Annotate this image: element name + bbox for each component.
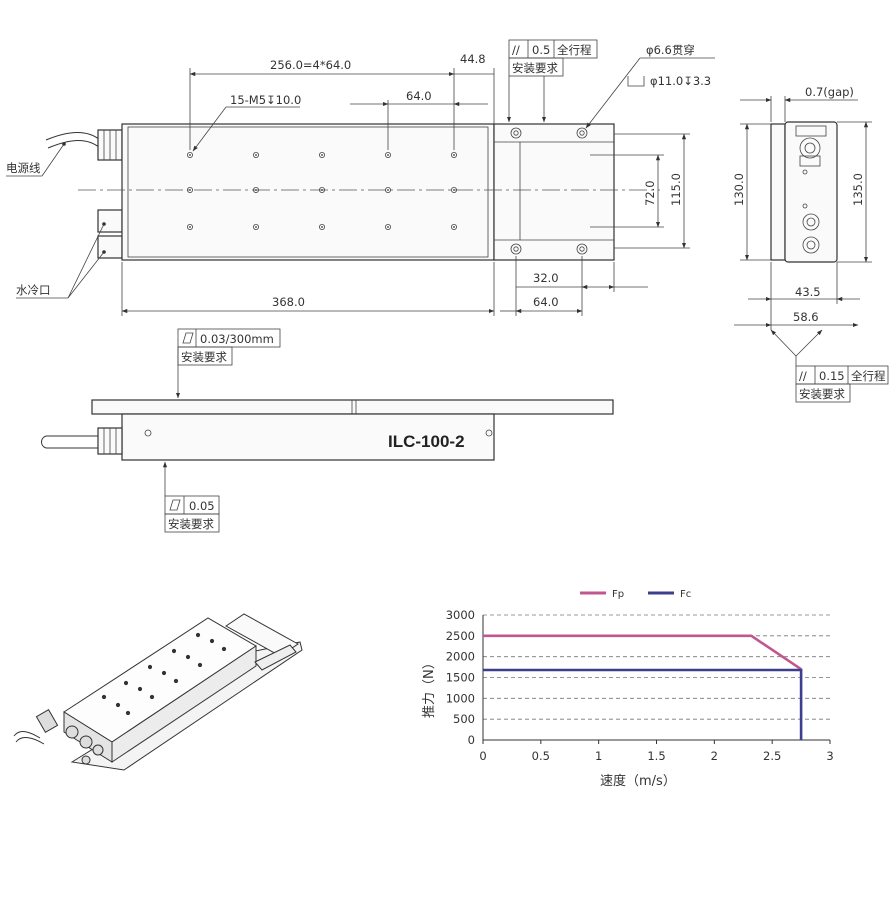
isometric-view [13, 613, 303, 771]
motor-body [121, 123, 495, 261]
top-view: 256.0=4*64.0 44.8 64.0 15-M5↧10.0 368.0 … [6, 39, 715, 316]
x-axis-label: 速度（m/s） [600, 773, 676, 789]
hole [252, 151, 259, 158]
dim-end-offset: 44.8 [460, 52, 486, 66]
power-cable-label: 电源线 [6, 161, 41, 175]
x-tick-label: 3 [826, 749, 833, 763]
x-tick-labels: 0 0.5 1 1.5 2 2.5 3 [479, 740, 834, 763]
end-view-body [784, 121, 838, 263]
chart-legend: Fp Fc [580, 589, 691, 600]
slider-plate [493, 123, 615, 261]
series-line-fp [483, 634, 802, 671]
through-hole-callout: φ6.6贯穿 [646, 43, 695, 57]
svg-text:0.15: 0.15 [819, 369, 845, 383]
svg-text:全行程: 全行程 [557, 43, 592, 57]
y-tick-label: 2000 [446, 650, 475, 664]
dim-total-length: 368.0 [272, 295, 305, 309]
hole [186, 151, 193, 158]
legend-label-fc: Fc [680, 589, 691, 600]
hole [384, 186, 391, 193]
hole [318, 151, 325, 158]
slider-holes [510, 127, 588, 255]
holes-callout: 15-M5↧10.0 [230, 93, 301, 107]
hole [252, 223, 259, 230]
dim-slider-hole-pitch: 64.0 [533, 295, 559, 309]
power-cable [45, 132, 101, 141]
end-view-cable-gland [799, 137, 821, 159]
svg-text://: // [799, 369, 807, 383]
flatness-frame-top: // 0.5 全行程 安装要求 [506, 39, 598, 123]
dim-b: 58.6 [793, 310, 819, 324]
x-tick-label: 2 [711, 749, 718, 763]
side-view-motor [121, 413, 495, 461]
y-tick-label: 1000 [446, 691, 475, 705]
x-tick-label: 0.5 [532, 749, 550, 763]
side-view: 0.03/300mm 安装要求 ILC-100-2 0.05 安装要求 [41, 328, 614, 533]
y-tick-label: 2500 [446, 629, 475, 643]
side-view-rail [91, 399, 614, 415]
dim-hole-pitch: 64.0 [406, 89, 432, 103]
y-tick-label: 3000 [446, 608, 475, 622]
x-tick-label: 1 [595, 749, 602, 763]
hole [450, 186, 457, 193]
dim-slider-width: 115.0 [669, 173, 683, 206]
y-tick-label: 0 [468, 733, 475, 747]
end-view-rail [770, 123, 786, 261]
y-tick-labels: 0 500 1000 1500 2000 2500 3000 [446, 608, 475, 747]
dim-gap: 0.7(gap) [805, 85, 854, 99]
hole [186, 223, 193, 230]
x-tick-label: 1.5 [647, 749, 665, 763]
thrust-speed-chart: 0 500 1000 1500 2000 2500 3000 0 0.5 1 1.5 2 2.5 3 F… [422, 589, 834, 789]
svg-text:0.03/300mm: 0.03/300mm [200, 332, 274, 346]
counterbore-callout: φ11.0↧3.3 [650, 74, 711, 88]
model-name: ILC-100-2 [388, 432, 465, 451]
hole [252, 186, 259, 193]
hole [384, 151, 391, 158]
dim-hole-span: 72.0 [643, 180, 657, 206]
svg-text:安装要求: 安装要求 [168, 517, 214, 531]
legend-label-fp: Fp [612, 589, 624, 600]
svg-text:全行程: 全行程 [851, 369, 886, 383]
chart-series [483, 634, 803, 740]
y-axis-label: 推力（N） [422, 656, 437, 718]
hole [186, 186, 193, 193]
series-line-fc [483, 668, 803, 740]
y-tick-label: 500 [453, 712, 475, 726]
hole [318, 223, 325, 230]
svg-text:0.05: 0.05 [189, 499, 215, 513]
end-view: 0.7(gap) 130.0 135.0 43.5 58.6 // [732, 85, 889, 403]
svg-text:0.5: 0.5 [532, 43, 550, 57]
hole [450, 151, 457, 158]
dim-total-height: 135.0 [851, 173, 865, 206]
svg-text:安装要求: 安装要求 [512, 61, 558, 75]
hole-grid [186, 151, 457, 230]
svg-text:安装要求: 安装要求 [181, 350, 227, 364]
end-view-cooling-port [802, 213, 820, 231]
dim-hole-pitch-total: 256.0=4*64.0 [270, 58, 351, 72]
x-tick-label: 2.5 [763, 749, 781, 763]
flatness-frame-side-top: 0.03/300mm 安装要求 [175, 328, 281, 399]
dim-slider-hole-offset: 32.0 [533, 271, 559, 285]
svg-text:安装要求: 安装要求 [799, 387, 845, 401]
cooling-port-label: 水冷口 [16, 283, 51, 297]
flatness-frame-side-bottom: 0.05 安装要求 [162, 461, 220, 533]
svg-text://: // [512, 43, 520, 57]
chart-grid [483, 614, 830, 720]
parallelism-frame-end: // 0.15 全行程 安装要求 [795, 365, 889, 403]
hole [450, 223, 457, 230]
x-tick-label: 0 [479, 749, 486, 763]
hole [384, 223, 391, 230]
dim-a: 43.5 [795, 285, 821, 299]
hole [318, 186, 325, 193]
dim-height: 130.0 [732, 173, 746, 206]
y-tick-label: 1500 [446, 671, 475, 685]
